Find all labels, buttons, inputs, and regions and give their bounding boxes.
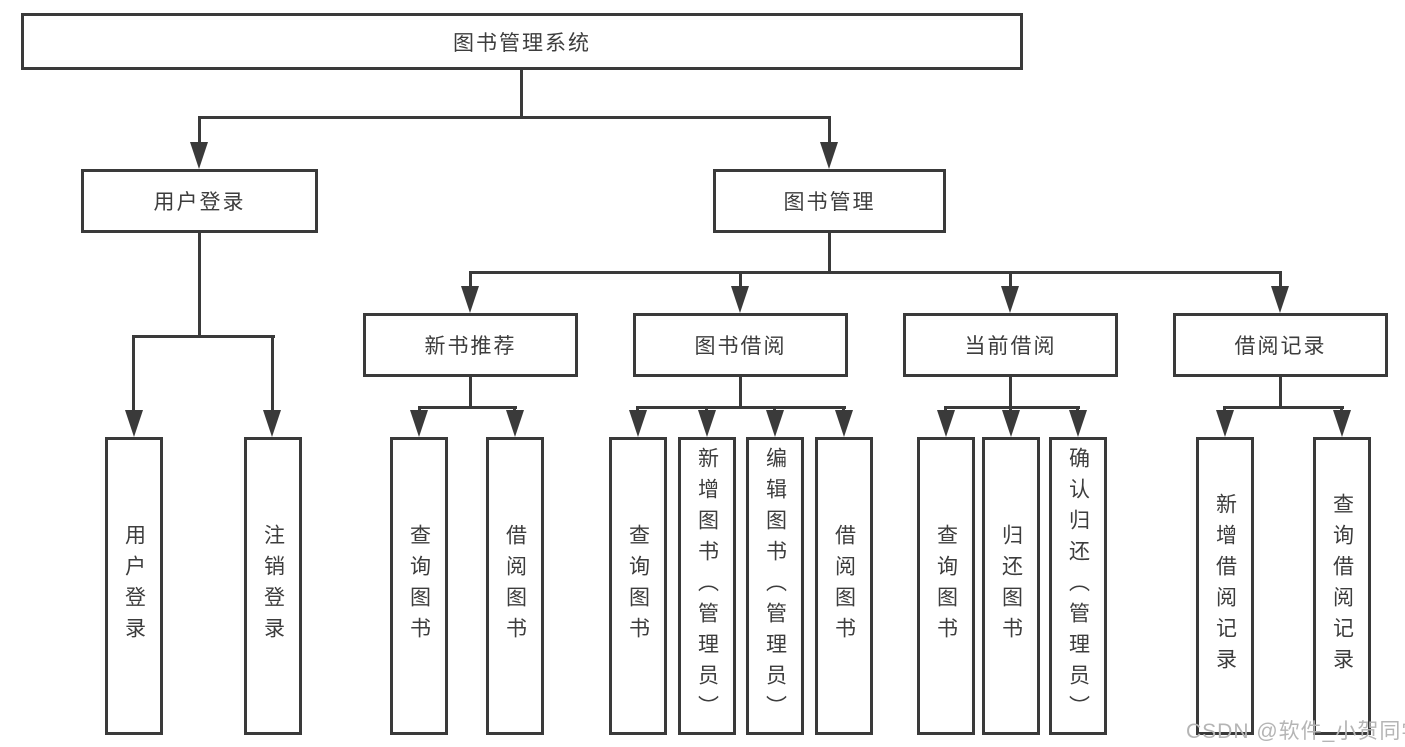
connector-book-borrow-split [636,406,846,409]
connector-drop-node [739,271,742,290]
arrow-down-icon [937,410,955,437]
node-label: 用户登录 [153,191,246,214]
leaf-borrow-books-1: 借阅图书 [486,437,544,735]
node-label: 新书推荐 [424,335,517,358]
arrow-down-icon [1002,410,1020,437]
arrow-down-icon [1069,410,1087,437]
connector-root-stub [520,70,523,118]
arrow-down-icon [820,142,838,169]
connector-drop-leaf [132,335,135,414]
leaf-return-books: 归还图书 [982,437,1040,735]
leaf-borrow-books-2: 借阅图书 [815,437,873,735]
leaf-query-books-1: 查询图书 [390,437,448,735]
leaf-label: 注销登录 [261,524,285,648]
node-label: 借阅记录 [1234,335,1327,358]
connector-drop-book-management [828,116,831,146]
connector-drop-leaf [271,335,274,414]
leaf-label: 查询图书 [407,524,431,648]
leaf-confirm-return-admin: 确认归还（管理员） [1049,437,1107,735]
arrow-down-icon [1001,286,1019,313]
node-label: 图书借阅 [694,335,787,358]
node-label: 当前借阅 [964,335,1057,358]
arrow-down-icon [461,286,479,313]
leaf-query-borrow-record: 查询借阅记录 [1313,437,1371,735]
leaf-label: 归还图书 [999,524,1023,648]
node-label: 图书管理 [783,191,876,214]
leaf-label: 新增图书（管理员） [695,446,719,726]
connector-current-borrow-split [944,406,1080,409]
watermark: CSDN @软件_小贺同学 [1186,720,1405,743]
leaf-query-books-2: 查询图书 [609,437,667,735]
connector-user-login-stub [198,233,201,337]
arrow-down-icon [629,410,647,437]
node-book-management: 图书管理 [713,169,946,233]
connector-level3-split [469,271,1282,274]
leaf-query-books-3: 查询图书 [917,437,975,735]
arrow-down-icon [835,410,853,437]
connector-root-split [198,116,831,119]
leaf-logout: 注销登录 [244,437,302,735]
connector-drop-node [469,271,472,290]
arrow-down-icon [731,286,749,313]
arrow-down-icon [506,410,524,437]
node-new-book-recommend: 新书推荐 [363,313,578,377]
leaf-label: 用户登录 [122,524,146,648]
connector-book-management-stub [828,233,831,273]
arrow-down-icon [766,410,784,437]
arrow-down-icon [1216,410,1234,437]
arrow-down-icon [410,410,428,437]
connector-borrow-record-stub [1279,377,1282,409]
connector-new-book-stub [469,377,472,409]
leaf-label: 确认归还（管理员） [1066,446,1090,726]
node-label: 图书管理系统 [453,31,591,55]
connector-drop-user-login [198,116,201,146]
leaf-label: 借阅图书 [503,524,527,648]
arrow-down-icon [698,410,716,437]
leaf-label: 编辑图书（管理员） [763,446,787,726]
connector-borrow-record-split [1223,406,1344,409]
connector-new-book-split [418,406,517,409]
node-book-management-system: 图书管理系统 [21,13,1023,70]
node-book-borrowing: 图书借阅 [633,313,848,377]
arrow-down-icon [125,410,143,437]
arrow-down-icon [190,142,208,169]
leaf-label: 新增借阅记录 [1213,493,1237,679]
arrow-down-icon [263,410,281,437]
node-borrowing-records: 借阅记录 [1173,313,1388,377]
connector-drop-node [1279,271,1282,290]
connector-book-borrow-stub [739,377,742,409]
leaf-add-books-admin: 新增图书（管理员） [678,437,736,735]
leaf-label: 借阅图书 [832,524,856,648]
leaf-edit-books-admin: 编辑图书（管理员） [746,437,804,735]
connector-drop-node [1009,271,1012,290]
leaf-add-borrow-record: 新增借阅记录 [1196,437,1254,735]
leaf-label: 查询图书 [934,524,958,648]
connector-user-login-split [132,335,275,338]
leaf-user-login: 用户登录 [105,437,163,735]
arrow-down-icon [1271,286,1289,313]
leaf-label: 查询图书 [626,524,650,648]
connector-current-borrow-stub [1009,377,1012,409]
arrow-down-icon [1333,410,1351,437]
node-current-borrowing: 当前借阅 [903,313,1118,377]
leaf-label: 查询借阅记录 [1330,493,1354,679]
node-user-login: 用户登录 [81,169,318,233]
